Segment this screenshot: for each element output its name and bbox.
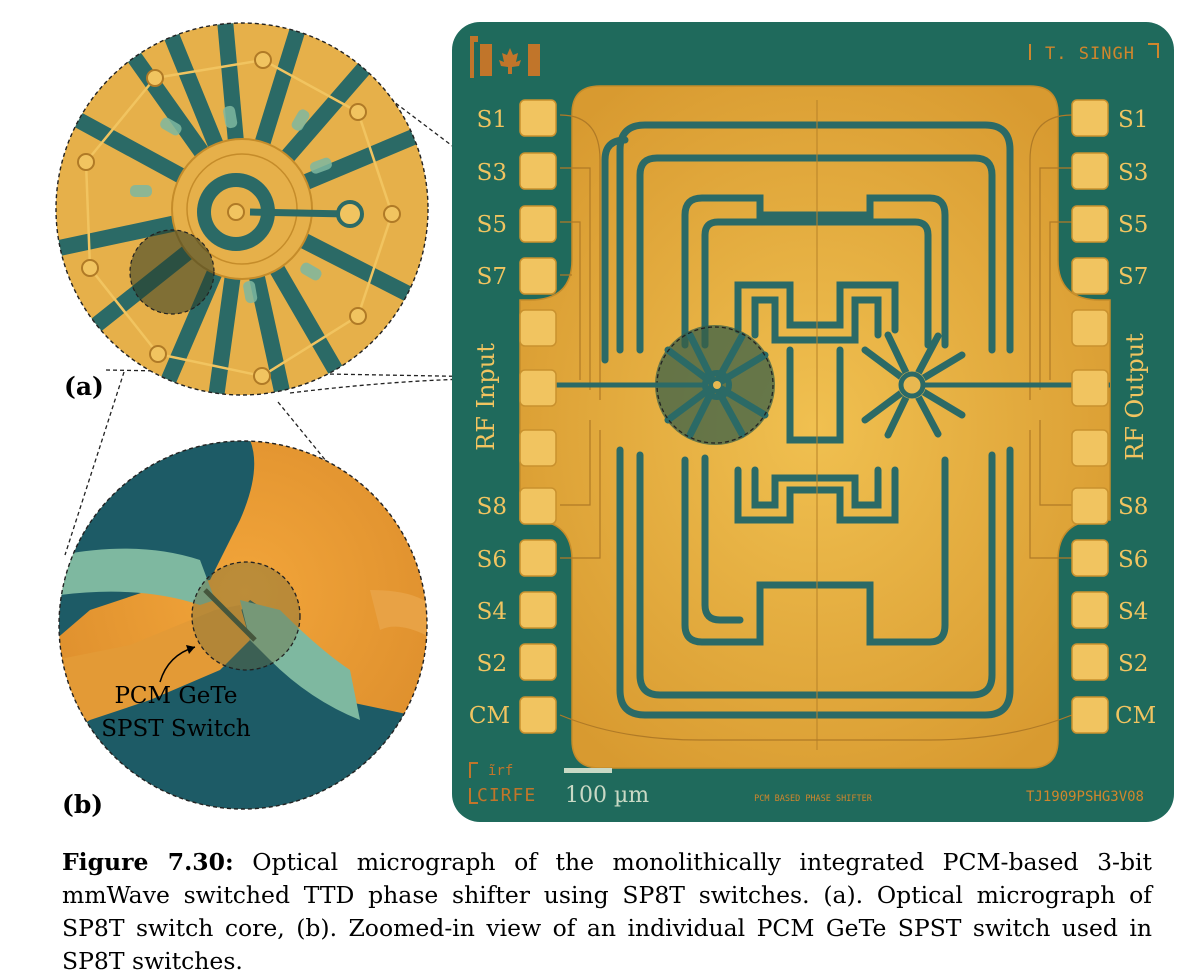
right-pad-label: S8 [1118,494,1148,520]
cirfe-logo: ĩrf [469,762,513,804]
left-pad-label: S2 [477,651,507,677]
spst-label-line1: PCM GeTe [114,683,237,709]
sp8t-switch-input [655,325,775,445]
rf-output-label: RF Output [1121,333,1149,461]
chip-id: TJ1909PSHG3V08 [1026,789,1144,805]
panel-a-switch-core [55,22,429,396]
left-pad-label: S6 [477,547,507,573]
left-pad-label: CM [469,703,510,729]
chip-author: T. SINGH [1045,44,1135,64]
scale-bar-label: 100 µm [565,783,649,808]
right-pad-label: S6 [1118,547,1148,573]
left-pad-label: S5 [477,212,507,238]
rf-input-label: RF Input [472,343,500,451]
left-pad-label: S7 [477,264,507,290]
scale-bar [564,768,612,773]
right-pad-label: S2 [1118,651,1148,677]
bond-pads [519,99,1109,734]
caption-label: Figure 7.30: [62,848,234,876]
right-pad-label: S4 [1118,599,1148,625]
right-pad-label: CM [1115,703,1156,729]
panel-b-spst-zoom [58,440,428,810]
right-pad-label: S7 [1118,264,1148,290]
right-pad-label: S1 [1118,107,1148,133]
chip-micrograph: ĩrf [452,22,1174,822]
cirfe-label: CIRFE [477,785,536,806]
left-pad-label: S8 [477,494,507,520]
caption-text: Optical micrograph of the monolithically… [62,848,1152,975]
left-pad-label: S4 [477,599,507,625]
left-pad-label: S3 [477,160,507,186]
panel-a-label: (a) [64,372,104,401]
figure-caption: Figure 7.30: Optical micrograph of the m… [62,846,1152,978]
right-pad-label: S5 [1118,212,1148,238]
left-pad-label: S1 [477,107,507,133]
chip-title: PCM BASED PHASE SHIFTER [754,794,873,804]
sp8t-switch-output [861,331,966,439]
panel-b-label: (b) [62,790,103,819]
svg-text:ĩrf: ĩrf [488,763,513,779]
right-pad-label: S3 [1118,160,1148,186]
maple-leaf-logo [470,36,540,78]
spst-label-line2: SPST Switch [101,716,251,742]
